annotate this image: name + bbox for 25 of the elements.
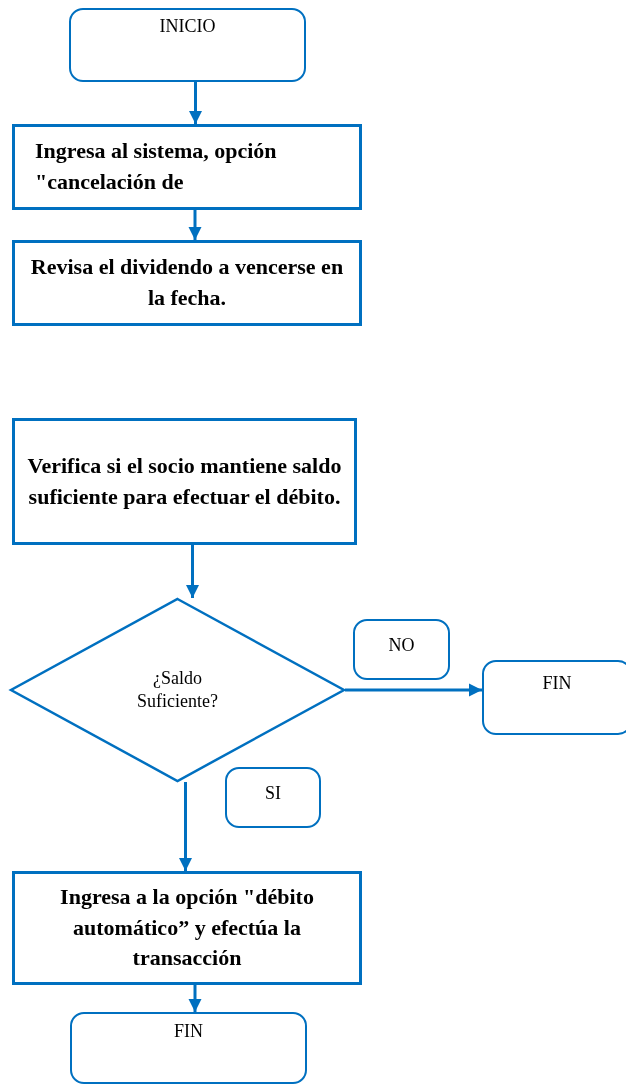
arrow: [345, 683, 482, 697]
arrow: [185, 545, 200, 598]
step-text: Verifica si el socio mantiene saldo suficiente para efectuar el débito.: [26, 451, 343, 511]
terminal-box: [69, 8, 306, 82]
terminal-box: [482, 660, 626, 735]
process-box: [12, 240, 362, 326]
terminal-box: [353, 619, 450, 680]
process-box: [12, 871, 362, 985]
process-box: [12, 418, 357, 545]
terminal-box: [70, 1012, 307, 1084]
arrow: [188, 82, 203, 124]
terminal-box: [225, 767, 321, 828]
arrow: [188, 210, 202, 240]
step-text: Ingresa al sistema, opción "cancelación de: [35, 137, 278, 196]
question-text: ¿Saldo Suficiente?: [136, 666, 219, 713]
terminal-label: INICIO: [159, 15, 216, 39]
terminal-label: FIN: [174, 1020, 203, 1044]
step-text: Ingresa a la opción "débito automático” y efectúa la transacción: [59, 882, 315, 973]
arrow: [178, 782, 193, 871]
arrow: [188, 985, 202, 1012]
terminal-label: FIN: [542, 671, 572, 695]
terminal-label: NO: [388, 633, 415, 657]
step-text: Revisa el dividendo a vencerse en la fecha.: [29, 253, 345, 312]
process-box: [12, 124, 362, 210]
terminal-label: SI: [265, 781, 281, 805]
